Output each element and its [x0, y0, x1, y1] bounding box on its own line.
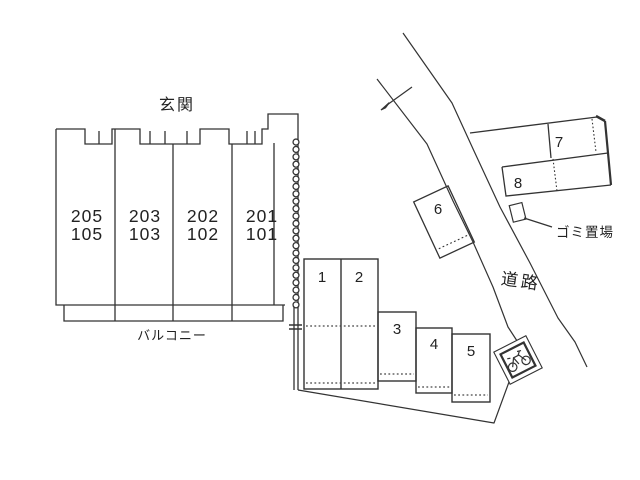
parking-space-label-2: 2: [355, 269, 363, 286]
unit-label-lower: 102: [187, 224, 219, 244]
building-outline-top: [56, 113, 299, 145]
parking-space-label-7: 7: [555, 134, 563, 151]
parking-dotted-lines: [306, 325, 488, 396]
parking-space-label-6: 6: [434, 201, 442, 218]
parking-block-7-8: [469, 114, 613, 197]
parking-space-5: [451, 333, 491, 403]
balcony-label: バルコニー: [137, 328, 207, 343]
building-outline-left-bottom: [55, 129, 285, 306]
parking-dotted-line: [306, 325, 488, 396]
road-edge-right: [402, 32, 588, 368]
parking-space-6-dotted: [438, 234, 469, 250]
parking-number-labels: 1 2 3 4 5: [318, 269, 475, 360]
parking-space-label-1: 1: [318, 269, 326, 286]
parking-space-label-4: 4: [430, 336, 438, 353]
parking-space-label-5: 5: [467, 343, 475, 360]
parking-space-label-3: 3: [393, 321, 401, 338]
block78-corner-bevel: [595, 114, 606, 123]
road: [376, 32, 588, 368]
entrance-label: 玄関: [159, 96, 195, 114]
garbage-label: ゴミ置場: [556, 224, 614, 240]
unit-divider-walls: [114, 129, 233, 321]
garbage-box: [508, 201, 527, 223]
parking-space-6: [412, 185, 476, 259]
unit-label-lower: 103: [129, 224, 161, 244]
block78-top-edge: [469, 116, 598, 134]
block78-bottom-edge: [501, 166, 612, 197]
block78-divider-7: [547, 123, 552, 159]
unit-label-upper: 202: [187, 206, 219, 226]
unit-label-lower: 105: [71, 224, 103, 244]
garbage-pointer-line: [523, 217, 553, 228]
unit-labels: 205 105 203 103 202 102 201 101: [71, 206, 278, 244]
road-edge-left: [376, 78, 522, 348]
balcony-strip: [63, 305, 284, 322]
garbage-area: ゴミ置場: [508, 201, 614, 240]
site-boundary: [297, 381, 510, 424]
entrance-door-stubs: [98, 131, 256, 144]
block78-dotted-dividers: [552, 118, 597, 192]
unit-label-upper: 205: [71, 206, 103, 226]
block78-middle-line: [501, 152, 609, 168]
parking-space-label-8: 8: [514, 175, 522, 192]
unit-label-upper: 201: [246, 206, 278, 226]
bicycle-parking-box: [493, 335, 543, 385]
bicycle-icon: [507, 350, 531, 372]
direction-arrow: [380, 86, 413, 111]
gate-ticks: [289, 324, 302, 330]
building: [55, 113, 302, 390]
unit-label-upper: 203: [129, 206, 161, 226]
parking-space-6-group: 6: [412, 185, 476, 259]
parking-row: [303, 258, 491, 403]
unit-label-lower: 101: [246, 224, 278, 244]
